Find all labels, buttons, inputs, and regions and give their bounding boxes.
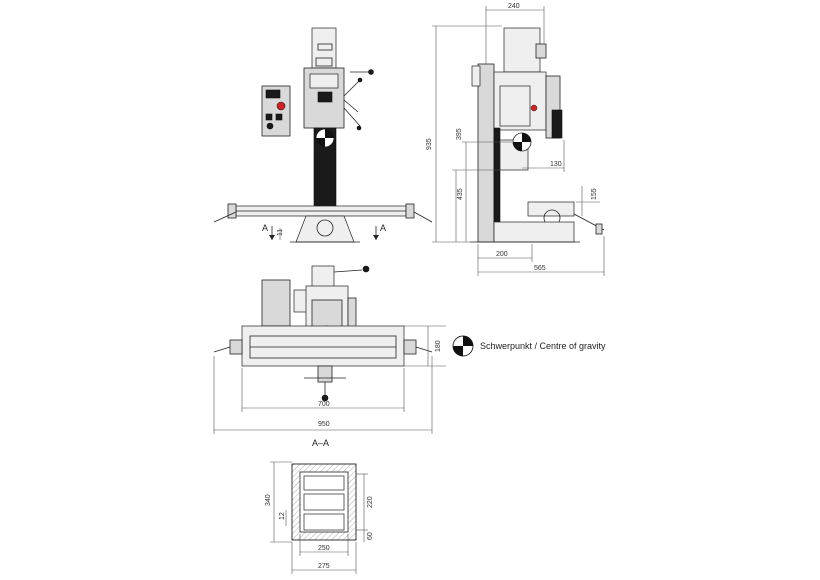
top-control-box	[261, 279, 291, 327]
emergency-stop-button	[276, 101, 286, 111]
side-column	[477, 63, 495, 243]
dim-side-565: 565	[534, 265, 546, 272]
top-table	[241, 325, 405, 367]
top-view: 180 700 950	[213, 265, 446, 434]
dim-side-200: 200	[496, 251, 508, 258]
dim-side-395: 395	[456, 128, 463, 140]
dim-side-155: 155	[591, 188, 598, 200]
dim-top-950: 950	[318, 421, 330, 428]
cut-marker-right: A	[380, 223, 386, 233]
side-motor	[503, 27, 541, 73]
dim-side-935: 935	[426, 138, 433, 150]
dim-side-240: 240	[508, 3, 520, 10]
side-centre-of-gravity-icon	[512, 132, 532, 152]
dim-top-700: 700	[318, 401, 330, 408]
dim-side-130: 130	[550, 161, 562, 168]
dim-sec-60: 60	[367, 532, 374, 540]
dim-sec-12: 12	[279, 512, 286, 520]
legend-text: Schwerpunkt / Centre of gravity	[480, 341, 606, 351]
dim-sec-275: 275	[318, 563, 330, 570]
section-a-a: A–A 340 12 220 60 250	[265, 438, 374, 574]
section-label: A–A	[312, 438, 329, 448]
dim-sec-250: 250	[318, 545, 330, 552]
centre-of-gravity-icon	[452, 335, 474, 357]
cut-marker-left: A	[262, 223, 268, 233]
side-base	[493, 221, 575, 243]
front-view: A A 11	[213, 27, 433, 243]
dim-front-11: 11	[277, 229, 284, 236]
dim-sec-220: 220	[367, 496, 374, 508]
side-table	[527, 201, 575, 217]
legend: Schwerpunkt / Centre of gravity	[452, 335, 606, 357]
side-view: 240 935 395	[426, 3, 605, 276]
dim-side-435: 435	[457, 188, 464, 200]
dim-top-180: 180	[435, 340, 442, 352]
front-centre-of-gravity-icon	[315, 128, 335, 148]
dim-sec-340: 340	[265, 494, 272, 506]
